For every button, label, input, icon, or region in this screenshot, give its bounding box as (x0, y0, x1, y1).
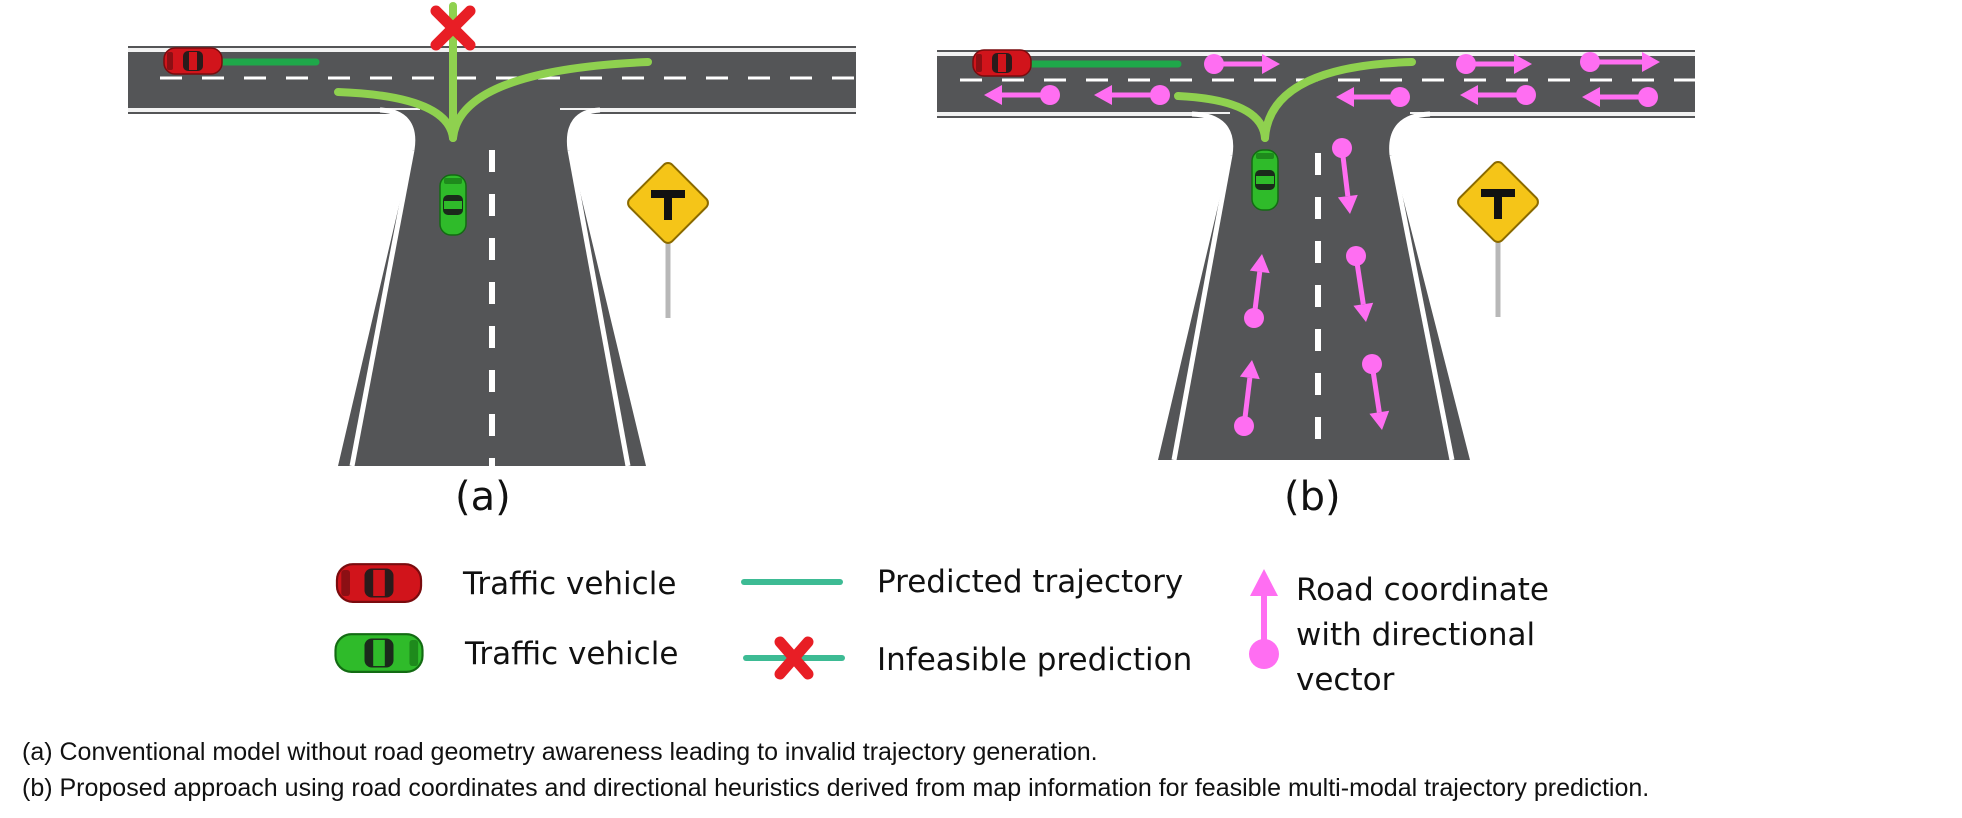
panel-b-diagram (937, 49, 1695, 461)
green-car-icon (439, 174, 467, 236)
legend-green-vehicle-label: Traffic vehicle (465, 636, 679, 672)
directional-vector-10 (1362, 354, 1390, 430)
predicted-trajectory-line-icon (741, 579, 843, 585)
directional-vector-8 (1332, 138, 1358, 214)
horizontal-road (128, 46, 856, 114)
red-car-icon (163, 47, 223, 75)
directional-vector-9 (1346, 246, 1374, 322)
t-junction-sign-icon (624, 159, 712, 319)
right-turn-trajectory (1261, 58, 1416, 142)
legend-road-coordinate-label: Road coordinate with directional vector (1296, 572, 1549, 698)
caption-a: (a) Conventional model without road geom… (22, 738, 1098, 766)
directional-vector-2 (1580, 52, 1660, 72)
legend-red-vehicle-label: Traffic vehicle (463, 566, 677, 602)
cross-icon (430, 5, 476, 51)
directional-vector-3 (984, 85, 1060, 105)
legend-infeasible-label: Infeasible prediction (877, 642, 1193, 678)
directional-vector-0 (1204, 54, 1280, 74)
directional-vector-12 (1234, 360, 1260, 436)
directional-vector-6 (1460, 85, 1536, 105)
legend-red-car-icon (335, 563, 423, 603)
panel-a-label: (a) (455, 474, 511, 520)
green-car-icon (1251, 149, 1279, 211)
legend-predicted-label: Predicted trajectory (877, 564, 1184, 600)
vertical-road (1158, 114, 1470, 460)
directional-vector-5 (1336, 87, 1410, 107)
directional-vector-11 (1244, 254, 1270, 328)
directional-vector-icon (1249, 569, 1279, 669)
legend-green-car-icon (334, 633, 424, 673)
panel-a-diagram (128, 2, 856, 467)
road-coordinate-vectors (984, 52, 1660, 436)
directional-vector-1 (1456, 54, 1532, 74)
infeasible-prediction-icon (743, 636, 845, 680)
caption-b: (b) Proposed approach using road coordin… (22, 774, 1650, 802)
directional-vector-4 (1094, 85, 1170, 105)
t-junction-sign-icon (1454, 158, 1542, 318)
right-turn-trajectory (449, 58, 652, 142)
directional-vector-7 (1582, 87, 1658, 107)
red-car-icon (972, 49, 1032, 77)
panel-b-label: (b) (1284, 474, 1341, 520)
